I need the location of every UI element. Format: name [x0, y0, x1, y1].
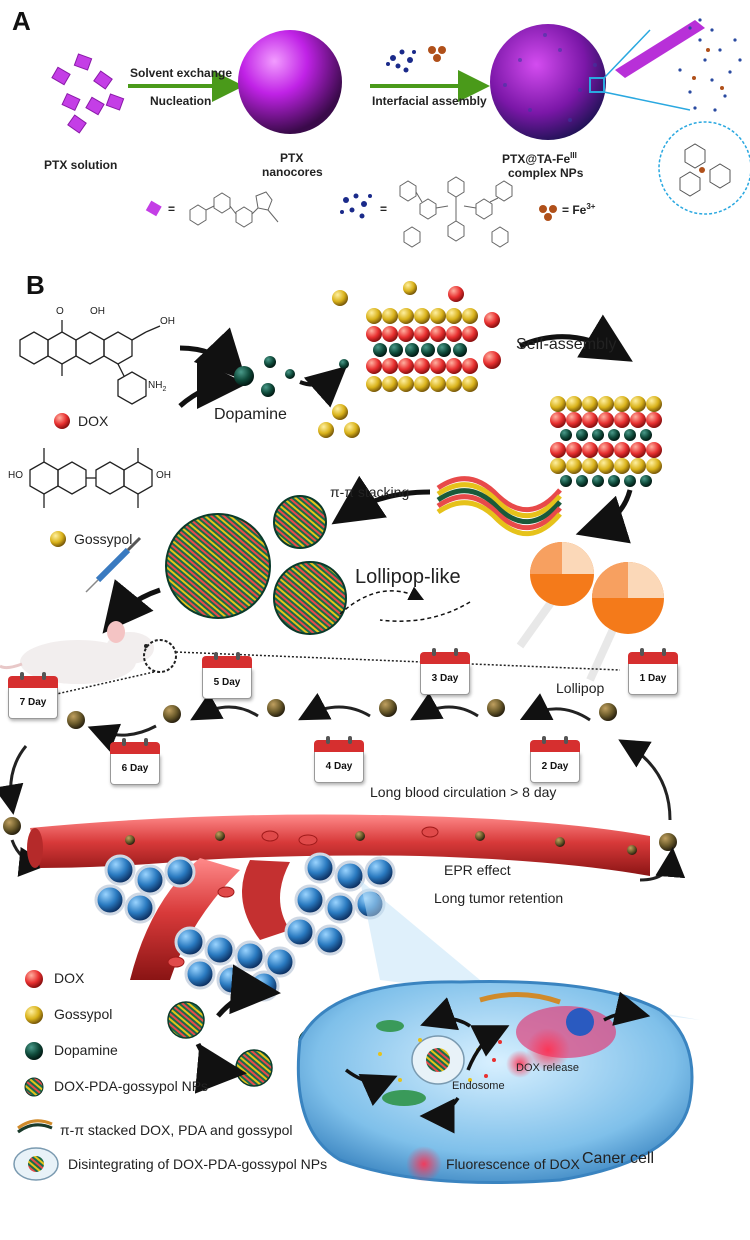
gossypol-oh: OH	[156, 470, 171, 481]
gossypol-ho: HO	[8, 470, 23, 481]
big-np-left	[167, 1001, 205, 1039]
legend-disintegrating-label: Disintegrating of DOX-PDA-gossypol NPs	[68, 1156, 328, 1172]
fe-icon	[428, 46, 446, 62]
legend-dox-icon	[25, 970, 43, 988]
legend-gossypol-label: Gossypol	[54, 1006, 113, 1022]
red-blood-cells	[167, 826, 439, 968]
striped-np-large	[165, 513, 271, 619]
syringe-icon	[85, 536, 142, 593]
ta-molecule-icon	[386, 49, 416, 73]
ptx-nanocores-line2: nanocores	[262, 165, 323, 179]
day-calendar-5: 5 Day	[202, 652, 252, 700]
eq-ptx: =	[168, 202, 176, 216]
circulation-nps	[3, 699, 677, 851]
dox-label: DOX	[78, 413, 109, 429]
ta-structure-icon	[399, 176, 513, 248]
legend-nps-label: DOX-PDA-gossypol NPs	[54, 1078, 209, 1094]
mouse-illustration	[0, 621, 154, 684]
dox-o-top: O	[56, 306, 64, 317]
long-circulation-label: Long blood circulation > 8 day	[370, 784, 557, 800]
legend-dopamine-icon	[25, 1042, 43, 1060]
gossypol-ball-icon	[50, 531, 66, 547]
cancer-cell	[296, 980, 694, 1184]
endosome-label: Endosome	[452, 1080, 505, 1092]
legend-fluorescence-icon	[406, 1146, 442, 1182]
ptx-crystals	[51, 53, 125, 134]
long-retention-label: Long tumor retention	[434, 890, 564, 906]
dox-oh-top: OH	[90, 306, 105, 317]
dox-release-label: DOX release	[516, 1062, 579, 1074]
ta-fe-network	[678, 18, 742, 112]
zoom-circle	[658, 121, 750, 215]
cancer-cell-label: Caner cell	[582, 1150, 655, 1167]
gossypol-label: Gossypol	[74, 531, 133, 547]
panel-b-graphic	[0, 281, 700, 1184]
legend-disintegrating-icon	[13, 1147, 59, 1181]
epr-effect-label: EPR effect	[444, 862, 511, 878]
arrow2-bottom-label: Interfacial assembly	[372, 94, 487, 108]
day-calendar-3: 3 Day	[420, 648, 470, 696]
gossypol-structure	[29, 448, 153, 508]
fe-legend-icon	[539, 205, 557, 221]
legend-gossypol-icon	[25, 1006, 43, 1024]
legend-np-icon	[24, 1077, 44, 1097]
ta-dots-icon	[340, 193, 372, 219]
ptx-diamond-icon	[145, 200, 162, 217]
day-calendar-4: 4 Day	[314, 736, 364, 784]
legend-dopamine-label: Dopamine	[54, 1042, 118, 1058]
big-np-bottom	[235, 1049, 273, 1087]
legend-fluorescence-label: Fluorescence of DOX	[446, 1156, 580, 1172]
dopamine-label: Dopamine	[214, 406, 287, 423]
small-stack	[366, 308, 478, 392]
arrow1-bottom-label: Nucleation	[150, 94, 212, 108]
legend-strand-icon	[17, 1119, 53, 1134]
ptx-nanocore-sphere	[238, 30, 342, 134]
day-calendar-1: 1 Day	[628, 648, 678, 696]
big-stack	[550, 396, 662, 487]
lollipop-label: Lollipop	[556, 680, 605, 696]
panel-a-graphic	[51, 18, 750, 248]
panel-a-label: A	[12, 6, 31, 36]
day-calendar-2: 2 Day	[530, 736, 580, 784]
day-calendar-7: 7 Day	[8, 672, 58, 720]
legend-dox-label: DOX	[54, 970, 85, 986]
eq-ta: =	[380, 202, 388, 216]
dox-oh-side: OH	[160, 316, 175, 327]
complex-np-line1: PTX@TA-FeIII	[502, 151, 577, 166]
panel-b-label: B	[26, 270, 45, 300]
self-assembly-label: Self-assembly	[516, 336, 617, 353]
fe-label: = Fe3+	[562, 202, 596, 217]
complex-np-line2: complex NPs	[508, 166, 584, 180]
complex-np-sphere	[490, 24, 606, 140]
dopamine-balls	[234, 356, 295, 397]
day-calendar-6: 6 Day	[110, 738, 160, 786]
lollipop-like-label: Lollipop-like	[355, 566, 461, 588]
ptx-structure-icon	[189, 191, 279, 228]
dox-ball-icon	[54, 413, 70, 429]
striped-np-top	[273, 495, 327, 549]
legend-stacked-label: π-π stacked DOX, PDA and gossypol	[60, 1122, 293, 1138]
lollipop-illustration	[516, 542, 664, 682]
ptx-solution-label: PTX solution	[44, 158, 118, 172]
stacked-strands	[436, 476, 562, 536]
striped-np-bottom	[273, 561, 347, 635]
dox-structure	[19, 320, 161, 405]
dox-nh2: NH2	[148, 380, 167, 393]
ptx-nanocores-line1: PTX	[280, 151, 304, 165]
arrow1-top-label: Solvent exchange	[130, 66, 233, 80]
pi-stacking-label: π-π stacking	[330, 484, 410, 500]
